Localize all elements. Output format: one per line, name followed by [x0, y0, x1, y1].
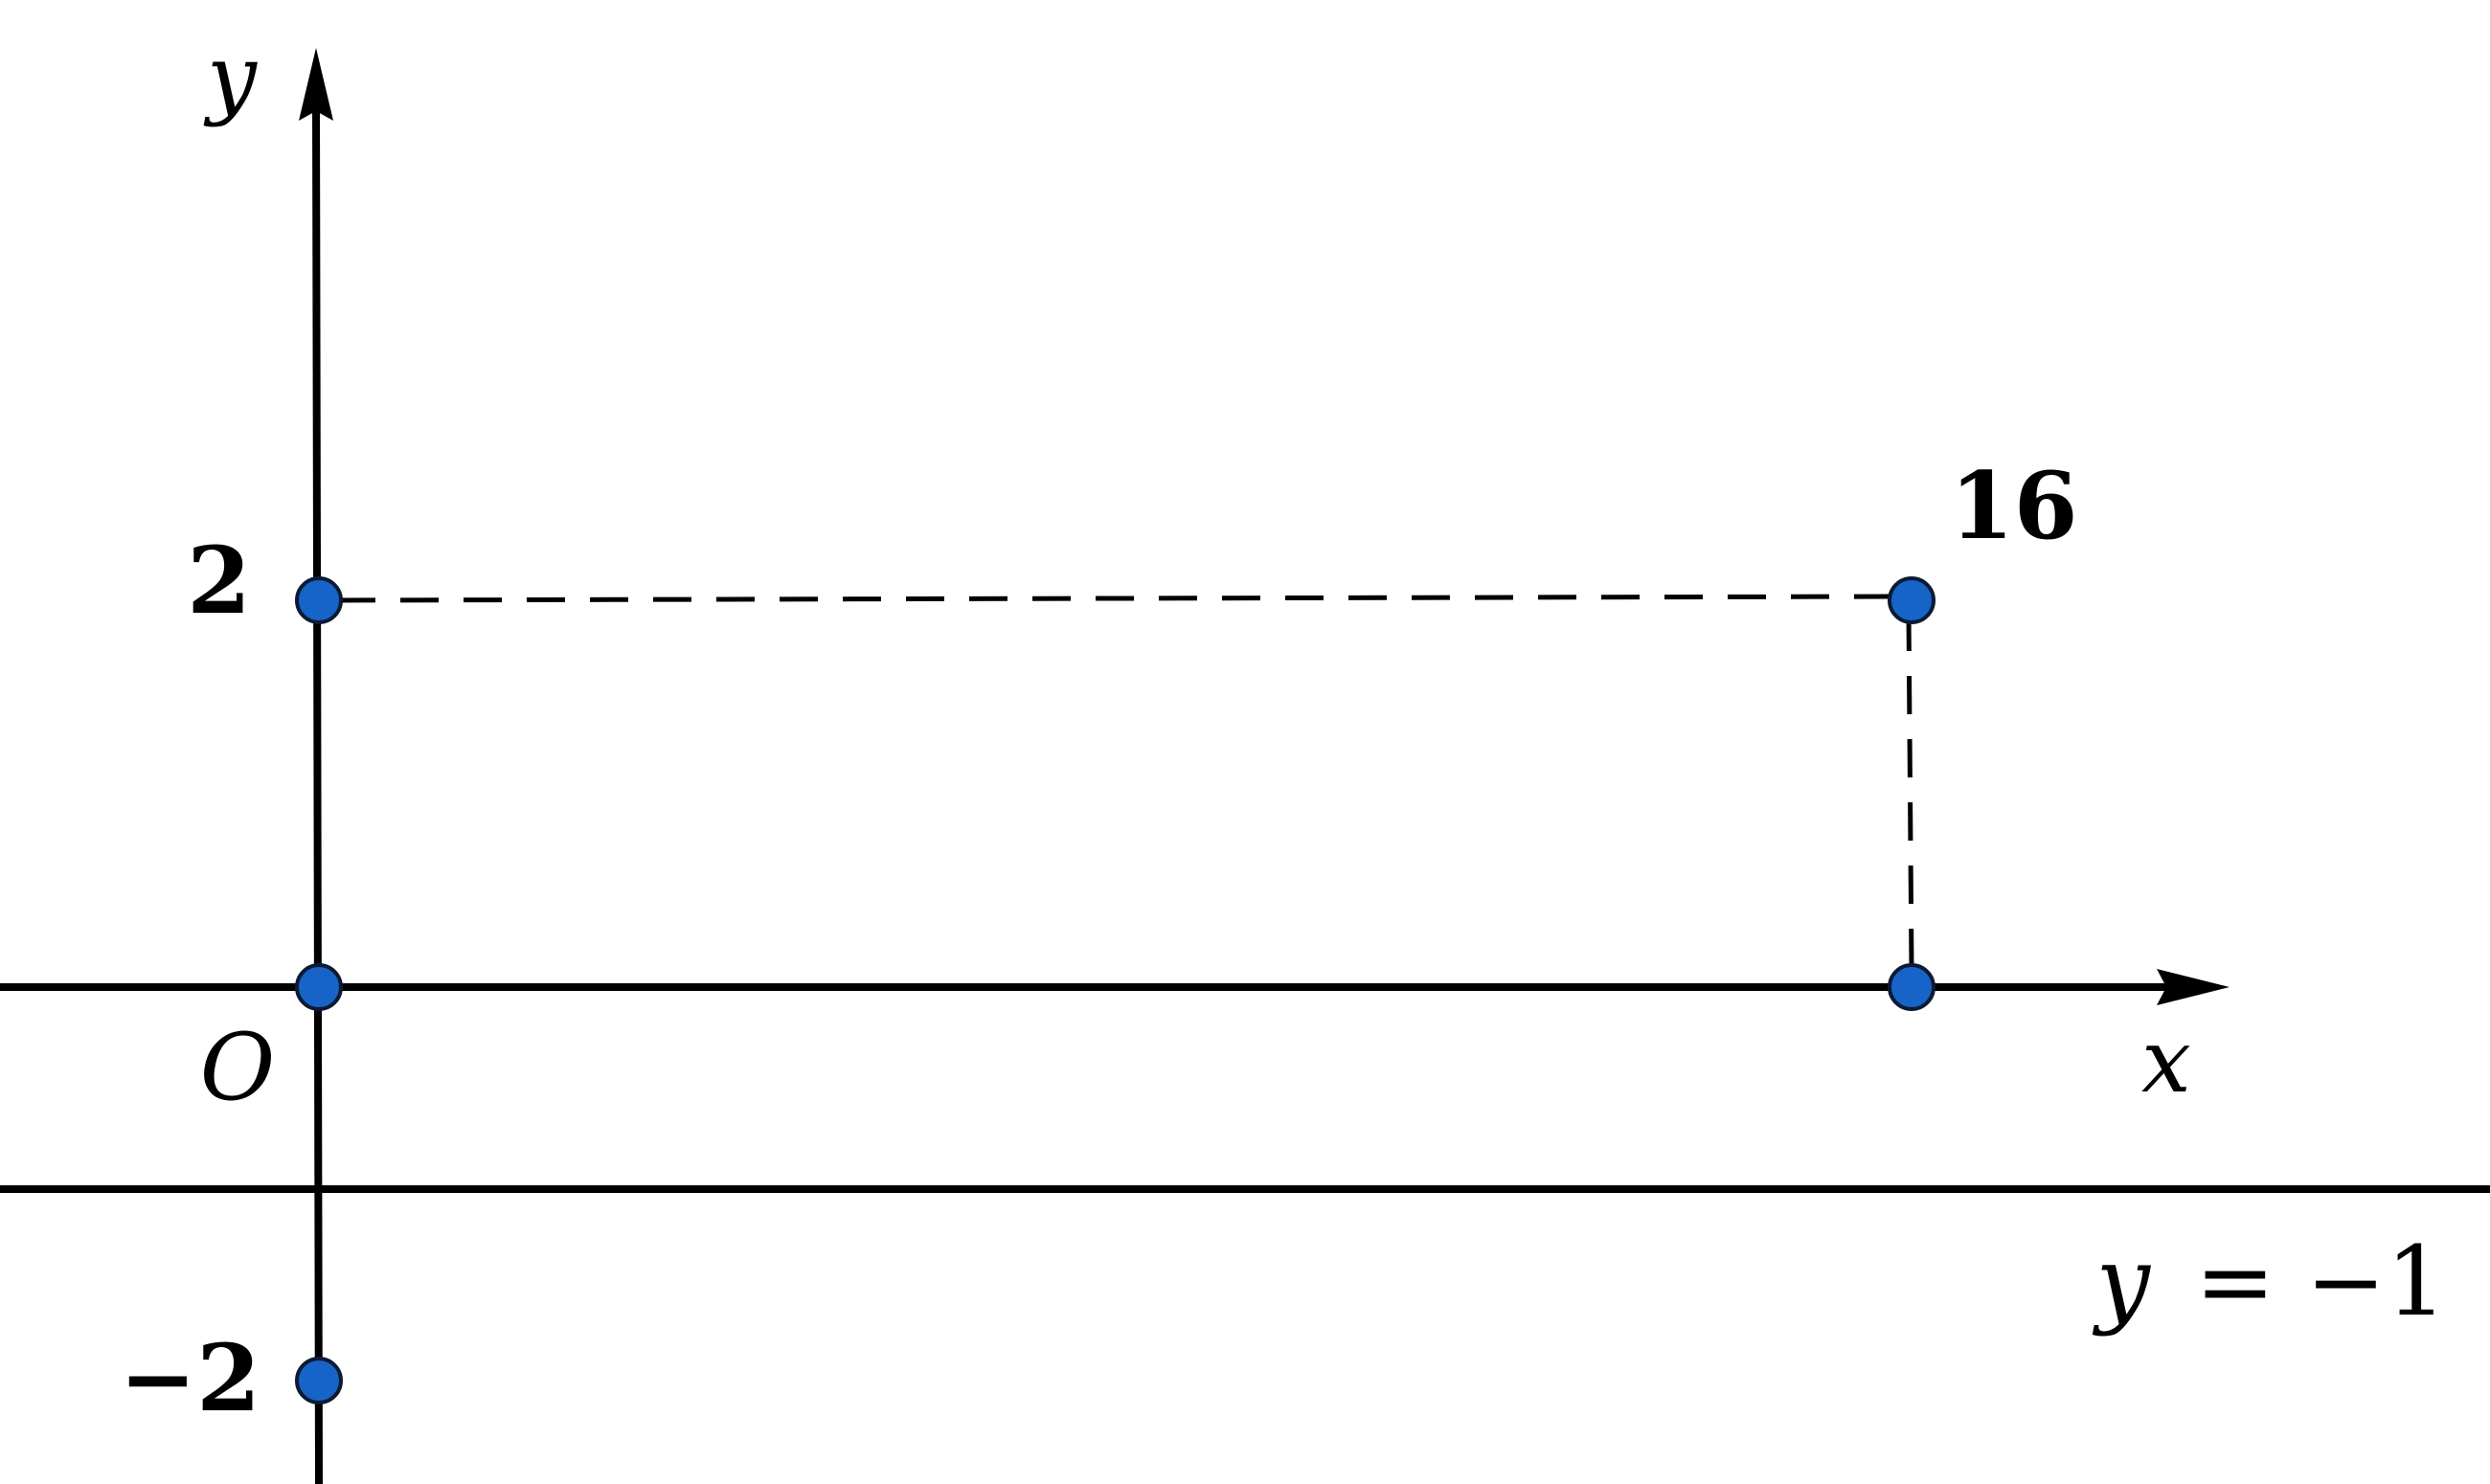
origin-label: O — [200, 1014, 276, 1121]
asymptote-label-lhs: y — [2093, 1225, 2152, 1338]
point-origin — [295, 963, 343, 1011]
point-y-2 — [295, 576, 343, 624]
y-axis-arrowhead — [299, 48, 333, 121]
y-tick-label-2: 2 — [187, 527, 251, 635]
x-value-label-16: 16 — [1950, 452, 2078, 560]
dashed-guide-horizontal — [336, 594, 1892, 603]
y-tick-label-neg-2: −2 — [120, 1324, 260, 1432]
asymptote-label-rhs: = −1 — [2195, 1225, 2447, 1338]
y-axis-label: y — [203, 26, 258, 128]
point-16-2 — [1888, 576, 1935, 624]
y-axis — [312, 104, 323, 1484]
dashed-guide-vertical — [1906, 612, 1914, 968]
asymptote-label: y = −1 — [2093, 1225, 2448, 1338]
x-axis-arrowhead — [2157, 969, 2230, 1005]
point-x-16 — [1888, 963, 1935, 1011]
points-layer — [295, 576, 1935, 1405]
x-axis-label: x — [2141, 1010, 2191, 1113]
point-y-neg-2 — [295, 1357, 343, 1405]
